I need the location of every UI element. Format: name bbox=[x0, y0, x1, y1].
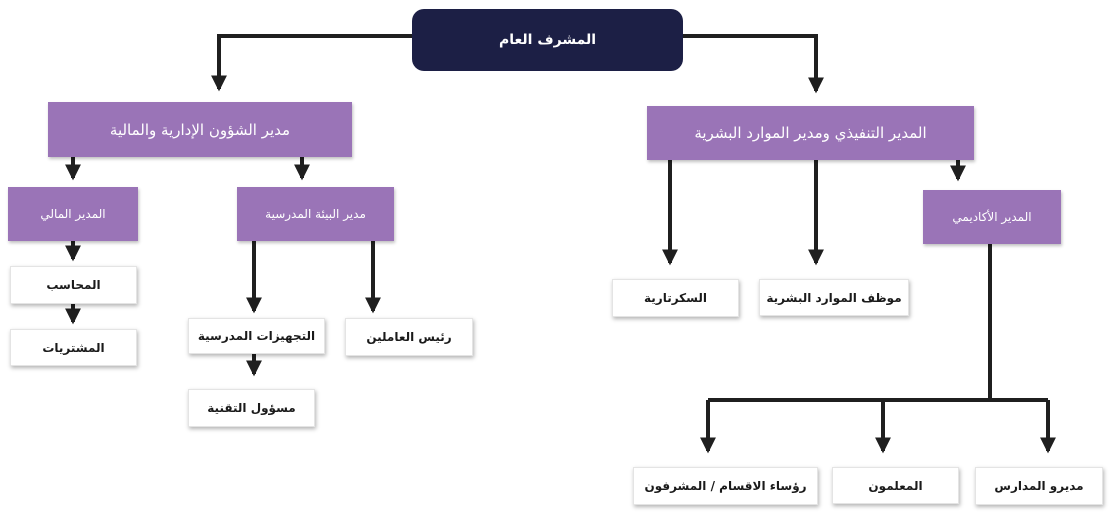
finance-manager-node[interactable]: المدير المالي bbox=[8, 187, 138, 241]
tech-officer-node[interactable]: مسؤول التقنية bbox=[188, 389, 315, 427]
school-environment-manager-node[interactable]: مدير البيئة المدرسية bbox=[237, 187, 394, 241]
connector-top-to-admin-finance bbox=[211, 34, 412, 92]
workers-head-node[interactable]: رئيس العاملين bbox=[345, 318, 473, 356]
executive-hr-manager-node[interactable]: المدير التنفيذي ومدير الموارد البشرية bbox=[647, 106, 974, 160]
school-managers-node[interactable]: مديرو المدارس bbox=[975, 467, 1103, 505]
teachers-node[interactable]: المعلمون bbox=[832, 467, 959, 504]
hr-employee-node[interactable]: موظف الموارد البشرية bbox=[759, 279, 909, 316]
general-supervisor-node[interactable]: المشرف العام bbox=[412, 9, 683, 71]
academic-manager-node[interactable]: المدير الأكاديمي bbox=[923, 190, 1061, 244]
connector-top-to-executive-hr bbox=[682, 34, 824, 94]
purchases-node[interactable]: المشتريات bbox=[10, 329, 137, 366]
school-equipment-node[interactable]: التجهيزات المدرسية bbox=[188, 318, 325, 354]
secretariat-node[interactable]: السكرتارية bbox=[612, 279, 739, 317]
dept-heads-supervisors-node[interactable]: رؤساء الاقسام / المشرفون bbox=[633, 467, 818, 505]
accountant-node[interactable]: المحاسب bbox=[10, 266, 137, 304]
admin-finance-manager-node[interactable]: مدير الشؤون الإدارية والمالية bbox=[48, 102, 352, 157]
